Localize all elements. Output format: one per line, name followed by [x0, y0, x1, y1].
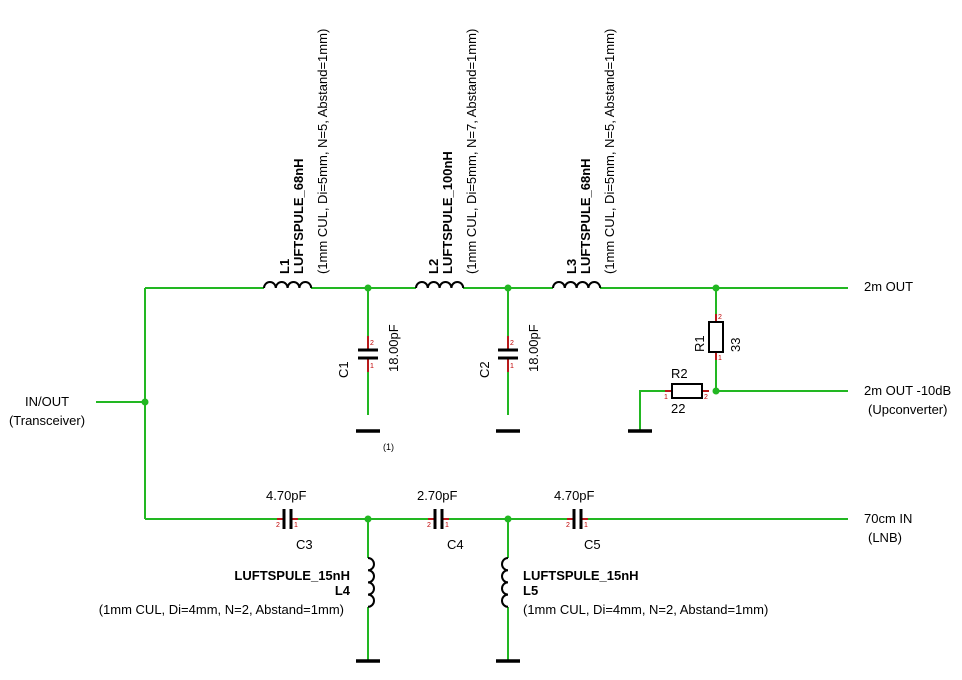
l1-description: (1mm CUL, Di=5mm, N=5, Abstand=1mm): [315, 29, 330, 274]
c1-name: C1: [336, 361, 351, 378]
l5-description: (1mm CUL, Di=4mm, N=2, Abstand=1mm): [523, 602, 768, 617]
inductor-l1: L1 LUFTSPULE_68nH (1mm CUL, Di=5mm, N=5,…: [263, 29, 330, 289]
c4-name: C4: [447, 537, 464, 552]
l5-name: L5: [523, 583, 538, 598]
l3-description: (1mm CUL, Di=5mm, N=5, Abstand=1mm): [602, 29, 617, 274]
r2-pin2: 2: [704, 394, 708, 401]
r1-pin1: 1: [718, 355, 722, 362]
l2-name: L2: [426, 259, 441, 274]
capacitor-c1: 2 1 C1 18.00pF (1): [336, 324, 401, 452]
c4-value: 2.70pF: [417, 488, 458, 503]
inductor-l4: LUFTSPULE_15nH L4 (1mm CUL, Di=4mm, N=2,…: [99, 557, 375, 617]
junction-dot: [364, 515, 372, 523]
c2-value: 18.00pF: [526, 324, 541, 372]
resistor-r2: 1 2 R2 22: [664, 366, 709, 416]
c3-pin2: 2: [276, 522, 280, 529]
c5-pin2: 2: [566, 522, 570, 529]
port-70cm-in-sub: (LNB): [868, 530, 902, 545]
port-2m-out-10db: 2m OUT -10dB: [864, 383, 951, 398]
port-labels: IN/OUT (Transceiver) 2m OUT 2m OUT -10dB…: [9, 279, 951, 545]
junction-dot: [712, 284, 720, 292]
l3-name: L3: [564, 259, 579, 274]
junction-dot: [504, 284, 512, 292]
junctions: [141, 284, 720, 523]
l5-value: LUFTSPULE_15nH: [523, 568, 639, 583]
c2-pin2: 2: [510, 340, 514, 347]
r1-pin2: 2: [718, 314, 722, 321]
capacitor-c5: 2 1 4.70pF C5: [554, 488, 601, 552]
port-2m-out: 2m OUT: [864, 279, 913, 294]
l4-description: (1mm CUL, Di=4mm, N=2, Abstand=1mm): [99, 602, 344, 617]
inductor-l2: L2 LUFTSPULE_100nH (1mm CUL, Di=5mm, N=7…: [415, 29, 479, 289]
l1-value: LUFTSPULE_68nH: [291, 158, 306, 274]
l4-value: LUFTSPULE_15nH: [234, 568, 350, 583]
l3-value: LUFTSPULE_68nH: [578, 158, 593, 274]
inductor-l3: L3 LUFTSPULE_68nH (1mm CUL, Di=5mm, N=5,…: [552, 29, 617, 289]
r1-value: 33: [728, 338, 743, 352]
c1-value: 18.00pF: [386, 324, 401, 372]
capacitor-c4: 2 1 2.70pF C4: [417, 488, 464, 552]
l2-description: (1mm CUL, Di=5mm, N=7, Abstand=1mm): [464, 29, 479, 274]
l1-name: L1: [277, 259, 292, 274]
port-in-out: IN/OUT: [25, 394, 69, 409]
junction-dot: [364, 284, 372, 292]
junction-dot: [141, 398, 149, 406]
inductor-l5: LUFTSPULE_15nH L5 (1mm CUL, Di=4mm, N=2,…: [501, 557, 768, 617]
c1-pin2: 2: [370, 340, 374, 347]
c3-pin1: 1: [294, 522, 298, 529]
resistor-r1: 2 1 R1 33: [692, 314, 743, 362]
c1-note: (1): [383, 442, 394, 452]
l2-value: LUFTSPULE_100nH: [440, 151, 455, 274]
c5-pin1: 1: [584, 522, 588, 529]
c5-value: 4.70pF: [554, 488, 595, 503]
junction-dot: [712, 387, 720, 395]
c2-name: C2: [477, 361, 492, 378]
ground-symbols: [356, 429, 652, 663]
junction-dot: [504, 515, 512, 523]
r1-name: R1: [692, 335, 707, 352]
r2-value: 22: [671, 401, 685, 416]
l4-name: L4: [335, 583, 351, 598]
capacitor-c2: 2 1 C2 18.00pF: [477, 324, 541, 378]
c3-name: C3: [296, 537, 313, 552]
port-70cm-in: 70cm IN: [864, 511, 912, 526]
r2-name: R2: [671, 366, 688, 381]
c2-pin1: 1: [510, 363, 514, 370]
capacitor-c3: 2 1 4.70pF C3: [266, 488, 313, 552]
c5-name: C5: [584, 537, 601, 552]
c4-pin2: 2: [427, 522, 431, 529]
c1-pin1: 1: [370, 363, 374, 370]
port-2m-out-10db-sub: (Upconverter): [868, 402, 947, 417]
c4-pin1: 1: [445, 522, 449, 529]
port-in-out-sub: (Transceiver): [9, 413, 85, 428]
wires: [96, 287, 848, 660]
r2-pin1: 1: [664, 394, 668, 401]
c3-value: 4.70pF: [266, 488, 307, 503]
wire-r2-ground: [639, 390, 665, 430]
